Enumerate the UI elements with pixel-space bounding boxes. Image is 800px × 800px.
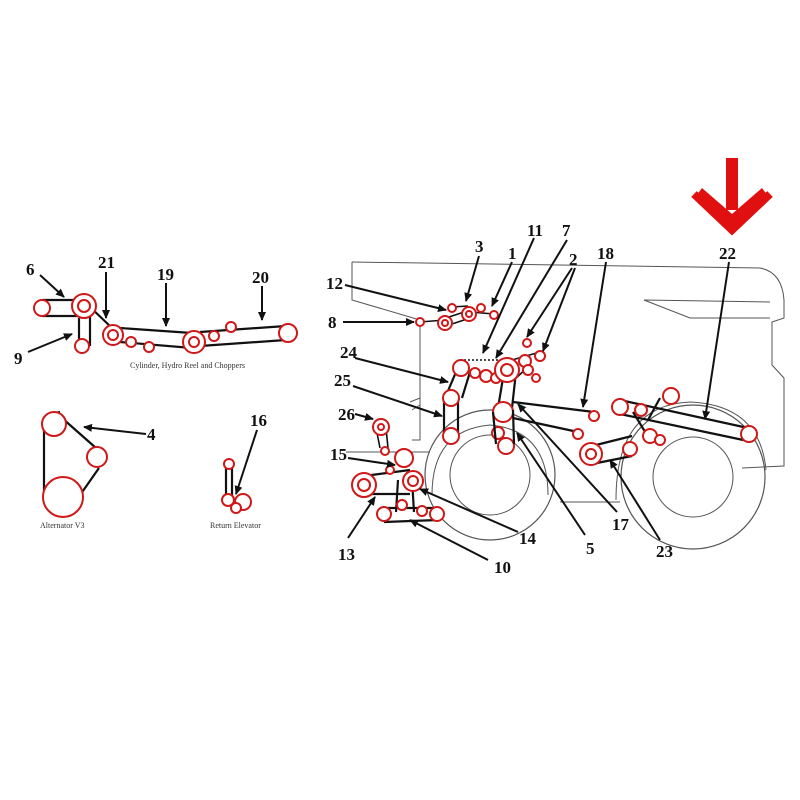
callout-8: 8 [328,313,337,332]
callout-17: 17 [612,515,630,534]
callout-1: 1 [508,244,517,263]
machine-drives [351,303,758,524]
callout-3: 3 [475,237,484,256]
callout-26: 26 [338,405,355,424]
cylinder-reel-choppers-drive: Cylinder, Hydro Reel and Choppers [33,293,298,370]
alternator-drive: Alternator V3 [40,410,108,530]
callout-10: 10 [494,558,511,577]
caption-alternator: Alternator V3 [40,521,85,530]
callout-14: 14 [519,529,537,548]
callout-2: 2 [569,250,578,269]
callout-13: 13 [338,545,355,564]
callout-22: 22 [719,244,736,263]
callout-18: 18 [597,244,614,263]
callout-19: 19 [157,265,174,284]
combine-outline [346,261,785,503]
callout-15: 15 [330,445,347,464]
caption-cylinder: Cylinder, Hydro Reel and Choppers [130,361,245,370]
caption-return-elevator: Return Elevator [210,521,261,530]
callout-9: 9 [14,349,23,368]
down-arrow-icon [691,158,773,236]
callout-20: 20 [252,268,269,287]
callout-labels: 6 21 19 20 9 4 16 3 1 11 7 2 18 22 12 8 … [14,221,736,577]
callout-23: 23 [656,542,673,561]
callout-7: 7 [562,221,571,240]
callout-11: 11 [527,221,543,240]
callout-25: 25 [334,371,351,390]
return-elevator-drive: Return Elevator [210,458,261,530]
leader-lines [27,237,730,561]
callout-6: 6 [26,260,35,279]
callout-16: 16 [250,411,267,430]
callout-4: 4 [147,425,156,444]
front-wheel [424,409,556,541]
callout-5: 5 [586,539,595,558]
callout-21: 21 [98,253,115,272]
callout-24: 24 [340,343,358,362]
callout-12: 12 [326,274,343,293]
